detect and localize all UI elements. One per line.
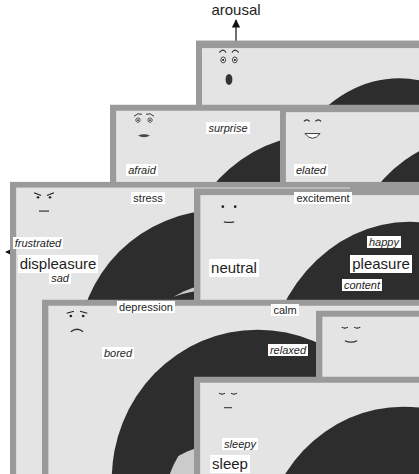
- face-caption: sad: [49, 272, 71, 285]
- center-label: neutral: [209, 259, 259, 276]
- axis-label: displeasure: [18, 255, 99, 272]
- face-caption: happy: [367, 236, 401, 249]
- axis-label: arousal: [209, 1, 262, 18]
- quadrant-label: calm: [271, 304, 298, 317]
- face-caption: sleepy: [222, 438, 258, 451]
- sleepy-face: [197, 380, 419, 474]
- quadrant-label: stress: [131, 192, 164, 205]
- face-caption: elated: [294, 164, 328, 177]
- face-caption: surprise: [206, 122, 249, 135]
- axis-label: pleasure: [350, 255, 412, 272]
- face-caption: relaxed: [268, 344, 308, 357]
- axis-label: sleep: [210, 455, 250, 472]
- quadrant-label: excitement: [294, 192, 351, 205]
- face-caption: frustrated: [13, 237, 63, 250]
- face-caption: content: [342, 279, 382, 292]
- face-caption: afraid: [126, 164, 158, 177]
- quadrant-label: depression: [117, 301, 175, 314]
- face-caption: bored: [102, 347, 134, 360]
